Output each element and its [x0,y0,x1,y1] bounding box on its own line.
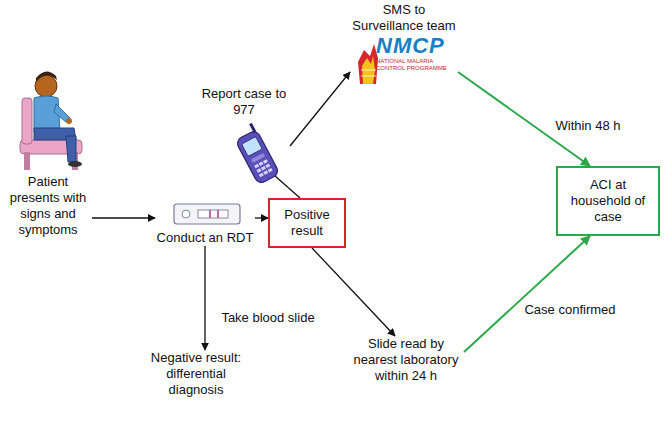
node-text: SMS to Surveillance team [350,2,458,34]
report-node: Report case to 977 [198,86,290,168]
node-text: Negative result: differential diagnosis [140,350,252,398]
connector-arrow [92,217,155,218]
rdt-node: Conduct an RDT [155,198,255,246]
node-text: Patient presents with signs and symptoms [4,174,92,238]
connector-arrow [312,248,395,336]
connector-arrow [255,217,268,218]
logo-subtitle: NATIONAL MALARIA CONTROL PROGRAMME [376,58,458,72]
node-text: Positive result [276,207,338,239]
patient-node: Patient presents with signs and symptoms [4,70,92,238]
logo-text: NMCP [376,34,458,58]
node-text: Conduct an RDT [155,230,255,246]
result-box: Positive result [268,198,346,248]
edge-label: Take blood slide [219,310,316,326]
connector-arrow [290,72,350,146]
node-text: Slide read by nearest laboratory within … [348,336,464,384]
node-text: Report case to 977 [198,86,290,118]
aci-box: ACI at household of case [556,166,660,236]
edge-label: Within 48 h [553,118,622,134]
sms-node: SMS to Surveillance teamNMCPNATIONAL MAL… [350,2,458,72]
negative-node: Negative result: differential diagnosis [140,350,252,398]
connector-arrow [204,246,205,350]
edge-label: Case confirmed [522,302,617,318]
green-connector [464,236,590,352]
laboratory-node: Slide read by nearest laboratory within … [348,336,464,384]
node-text: ACI at household of case [564,177,652,225]
